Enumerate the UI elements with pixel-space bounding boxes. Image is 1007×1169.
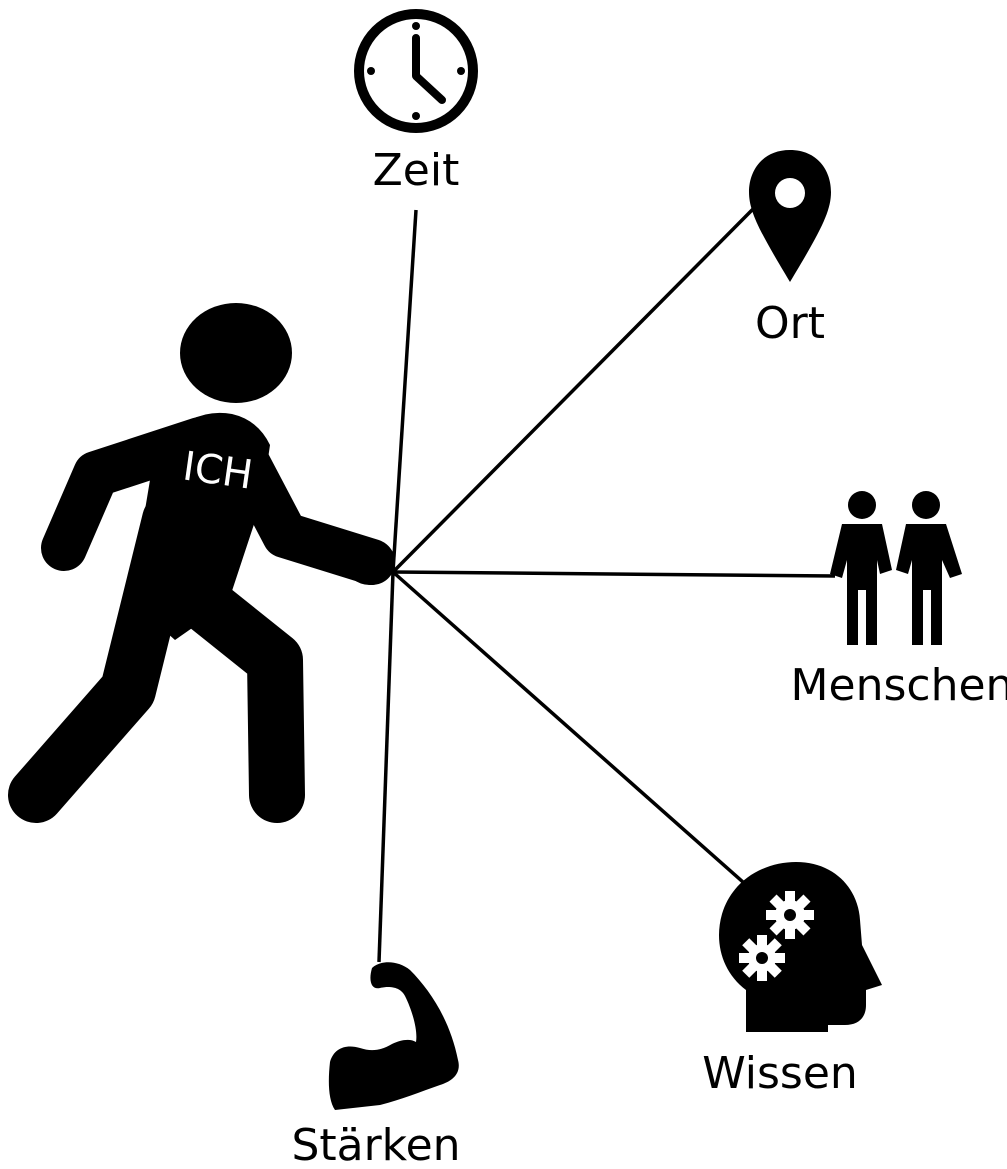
gear-icon — [766, 891, 814, 939]
node-label-zeit: Zeit — [373, 145, 460, 196]
node-menschen: Menschen — [791, 491, 1007, 711]
connector-ort — [391, 203, 759, 574]
location-pin-icon — [749, 150, 831, 282]
node-label-menschen: Menschen — [791, 660, 1007, 711]
connector-menschen — [392, 570, 836, 578]
walking-person-icon: ICH — [8, 303, 395, 823]
center-label: ICH — [180, 443, 256, 498]
node-zeit: Zeit — [354, 9, 478, 196]
person-hand — [346, 545, 394, 585]
node-staerken: Stärken — [291, 962, 461, 1169]
person-back-leg — [8, 492, 198, 823]
person-front-arm — [212, 417, 395, 585]
head-gears-icon — [719, 862, 882, 1032]
person-back-arm — [41, 417, 223, 571]
node-wissen: Wissen — [702, 862, 882, 1099]
connector-wissen — [391, 570, 754, 892]
person-front-leg — [172, 572, 305, 823]
connector-lines — [377, 203, 836, 963]
node-label-staerken: Stärken — [291, 1120, 460, 1169]
node-ort: Ort — [749, 150, 831, 349]
clock-icon — [354, 9, 478, 133]
person-head — [180, 303, 292, 403]
flexed-arm-icon — [328, 962, 459, 1110]
connector-staerken — [377, 571, 395, 963]
people-icon — [830, 491, 962, 645]
gear-icon — [739, 935, 785, 981]
node-label-ort: Ort — [755, 298, 825, 349]
node-label-wissen: Wissen — [702, 1048, 858, 1099]
connector-zeit — [391, 209, 418, 573]
